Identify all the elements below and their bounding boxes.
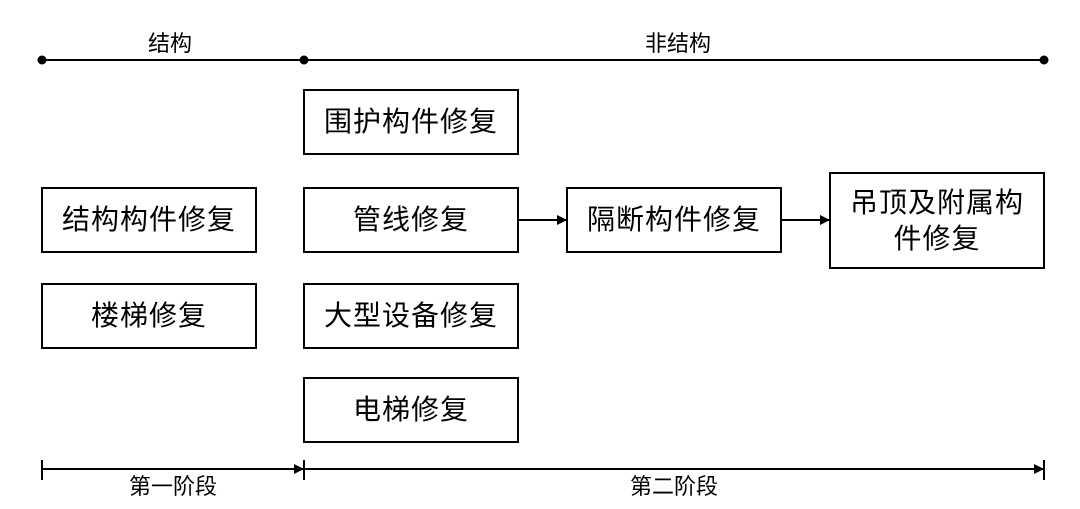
structural-member-repair-box: 结构构件修复 [41,187,257,253]
node-label: 吊顶及附属构件修复 [849,185,1024,255]
node-label: 管线修复 [352,203,469,236]
structural-label: 结构 [147,32,192,57]
node-label: 结构构件修复 [61,203,236,236]
node-label: 围护构件修复 [323,105,498,138]
timeline-dot [37,55,47,65]
node-label: 隔断构件修复 [586,203,761,236]
node-label: 电梯修复 [352,393,469,426]
envelope-member-repair-box: 围护构件修复 [303,89,519,155]
node-label: 楼梯修复 [90,299,207,332]
ceiling-attachment-repair-box: 吊顶及附属构件修复 [829,172,1045,269]
pipeline-repair-box: 管线修复 [303,187,519,253]
stair-repair-box: 楼梯修复 [41,283,257,349]
timeline-dot [1039,55,1049,65]
stage1-label: 第一阶段 [128,475,217,500]
partition-member-repair-box: 隔断构件修复 [566,187,782,253]
nonstructural-label: 非结构 [644,32,711,57]
large-equipment-repair-box: 大型设备修复 [303,283,519,349]
stage2-label: 第二阶段 [629,475,718,500]
timeline-dot [299,55,309,65]
elevator-repair-box: 电梯修复 [303,377,519,443]
node-label: 大型设备修复 [323,299,498,332]
